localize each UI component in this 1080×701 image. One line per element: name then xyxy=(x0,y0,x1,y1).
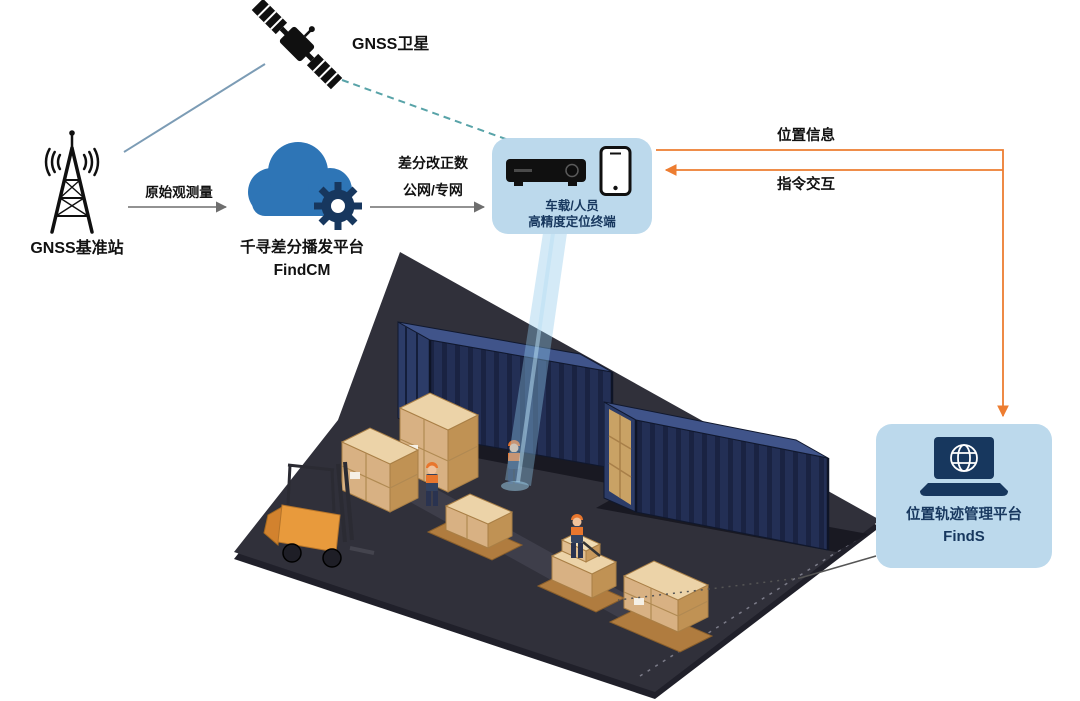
terminal-label-line1: 车载/人员 xyxy=(545,199,599,213)
position-info-label: 位置信息 xyxy=(777,128,835,144)
diff-correction-label: 差分改正数 公网/专网 xyxy=(380,154,486,200)
container-2 xyxy=(596,401,868,552)
cloud-platform-icon xyxy=(248,142,362,230)
terminal-node: 车载/人员 高精度定位终端 xyxy=(492,138,652,234)
management-platform-label-line2: FindS xyxy=(943,527,985,545)
cloud-platform-label: 千寻差分播发平台 FindCM xyxy=(212,238,392,282)
receiver-box-icon xyxy=(506,159,586,186)
globe-icon xyxy=(950,444,978,472)
forklift xyxy=(263,461,375,568)
cloud-platform-label-line1: 千寻差分播发平台 xyxy=(239,239,364,256)
link-position-info xyxy=(656,149,1009,418)
management-platform-label-line1: 位置轨迹管理平台 xyxy=(906,507,1022,523)
command-interaction-label: 指令交互 xyxy=(777,177,835,193)
management-platform-node: 位置轨迹管理平台 FindS xyxy=(876,424,1052,568)
pallet-stack-tall-front xyxy=(340,427,420,513)
terminal-device-icons xyxy=(506,146,632,196)
raw-observation-label: 原始观测量 xyxy=(145,185,213,200)
laptop-globe-icon xyxy=(920,437,1008,496)
smartphone-icon xyxy=(599,146,632,196)
pallet-bottom-right xyxy=(608,560,714,653)
worker-3-with-pallet-jack xyxy=(571,514,601,558)
cloud-platform-label-line2: FindCM xyxy=(273,261,331,279)
satellite-label: GNSS卫星 xyxy=(352,36,430,53)
terminal-label-line2: 高精度定位终端 xyxy=(528,215,616,230)
lane-dotted-line xyxy=(639,539,857,677)
gear-icon xyxy=(314,182,362,230)
base-station-label: GNSS基准站 xyxy=(30,240,124,257)
diff-correction-label-line2: 公网/专网 xyxy=(403,181,463,198)
base-station-icon xyxy=(44,130,100,234)
positioning-beam xyxy=(501,232,567,491)
warehouse-scene xyxy=(234,252,880,699)
link-satellite-to-terminal xyxy=(341,79,515,143)
pallet-center-left xyxy=(426,493,524,561)
link-yard-to-platform xyxy=(617,555,877,601)
link-satellite-to-base xyxy=(123,63,266,153)
diff-correction-label-line1: 差分改正数 xyxy=(398,155,468,171)
satellite-icon xyxy=(251,0,343,90)
